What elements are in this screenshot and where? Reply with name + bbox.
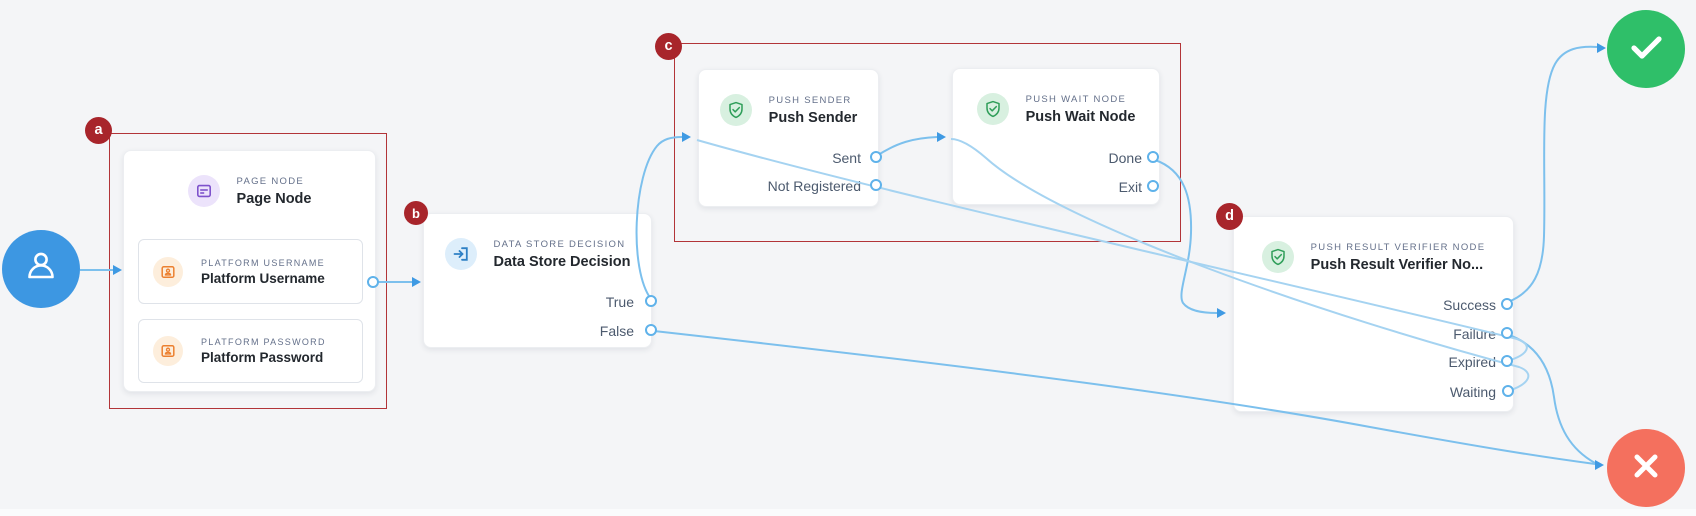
output-connector[interactable] bbox=[1501, 327, 1513, 339]
failure-terminal[interactable] bbox=[1607, 429, 1685, 507]
output-connector[interactable] bbox=[1147, 151, 1159, 163]
node-type-label: DATA STORE DECISION bbox=[493, 238, 626, 250]
id-badge-icon bbox=[153, 336, 183, 366]
x-icon bbox=[1626, 446, 1666, 491]
output-connector[interactable] bbox=[1147, 180, 1159, 192]
push-wait-node-header: PUSH WAIT NODE Push Wait Node bbox=[953, 87, 1159, 131]
output-sent: Sent bbox=[832, 150, 861, 166]
annotation-badge-c: c bbox=[655, 33, 682, 60]
output-connector[interactable] bbox=[645, 324, 657, 336]
output-connector[interactable] bbox=[367, 276, 379, 288]
edge-failure-to-failure-terminal bbox=[1508, 334, 1596, 464]
output-connector[interactable] bbox=[645, 295, 657, 307]
push-sender-header: PUSH SENDER Push Sender bbox=[699, 88, 878, 132]
node-push-wait-node[interactable]: PUSH WAIT NODE Push Wait Node Done Exit bbox=[952, 68, 1160, 205]
output-connector[interactable] bbox=[1501, 298, 1513, 310]
person-icon bbox=[21, 247, 61, 292]
output-failure: Failure bbox=[1453, 326, 1496, 342]
page-icon bbox=[187, 175, 220, 207]
node-title: Data Store Decision bbox=[493, 253, 631, 270]
edge-success-to-success-terminal bbox=[1507, 45, 1598, 303]
push-result-verifier-header: PUSH RESULT VERIFIER NODE Push Result Ve… bbox=[1234, 235, 1513, 279]
output-waiting: Waiting bbox=[1449, 384, 1496, 400]
output-true: True bbox=[605, 294, 634, 310]
output-connector[interactable] bbox=[1502, 385, 1514, 397]
shield-check-icon bbox=[719, 94, 752, 126]
edge-arrowhead bbox=[1217, 308, 1226, 318]
node-page-node[interactable]: PAGE NODE Page Node PLATFORM USERNAME Pl… bbox=[123, 150, 376, 392]
node-title: Page Node bbox=[236, 190, 312, 207]
shield-check-icon bbox=[976, 93, 1009, 125]
start-node[interactable] bbox=[2, 230, 80, 308]
node-title: Platform Password bbox=[201, 350, 324, 365]
id-badge-icon bbox=[153, 256, 183, 287]
output-expired: Expired bbox=[1448, 354, 1496, 370]
node-title: Push Sender bbox=[768, 109, 858, 126]
output-exit: Exit bbox=[1118, 179, 1142, 195]
node-type-label: PLATFORM PASSWORD bbox=[201, 337, 326, 347]
node-push-sender[interactable]: PUSH SENDER Push Sender Sent Not Registe… bbox=[698, 69, 879, 207]
output-not-registered: Not Registered bbox=[767, 178, 861, 194]
canvas-bottom-strip bbox=[0, 509, 1696, 516]
output-done: Done bbox=[1108, 150, 1142, 166]
node-type-label: PAGE NODE bbox=[236, 175, 305, 187]
edge-arrowhead bbox=[412, 277, 421, 287]
output-false: False bbox=[599, 323, 634, 339]
child-node-platform-username[interactable]: PLATFORM USERNAME Platform Username bbox=[138, 239, 363, 304]
data-store-decision-header: DATA STORE DECISION Data Store Decision bbox=[424, 232, 651, 276]
node-title: Platform Username bbox=[201, 270, 325, 286]
node-type-label: PUSH SENDER bbox=[768, 94, 852, 106]
child-node-platform-password[interactable]: PLATFORM PASSWORD Platform Password bbox=[138, 319, 363, 383]
check-icon bbox=[1626, 27, 1666, 72]
node-type-label: PUSH WAIT NODE bbox=[1025, 93, 1127, 105]
node-title: Push Wait Node bbox=[1025, 108, 1136, 125]
edge-arrowhead bbox=[1597, 43, 1606, 53]
shield-check-icon bbox=[1261, 241, 1294, 273]
annotation-box-a bbox=[109, 133, 387, 409]
node-data-store-decision[interactable]: DATA STORE DECISION Data Store Decision … bbox=[423, 213, 652, 348]
annotation-badge-d: d bbox=[1216, 203, 1243, 230]
output-success: Success bbox=[1443, 297, 1496, 313]
success-terminal[interactable] bbox=[1607, 10, 1685, 88]
node-title: Push Result Verifier No... bbox=[1310, 256, 1484, 273]
node-push-result-verifier[interactable]: PUSH RESULT VERIFIER NODE Push Result Ve… bbox=[1233, 216, 1514, 412]
annotation-badge-a: a bbox=[85, 117, 112, 144]
output-connector[interactable] bbox=[1501, 355, 1513, 367]
output-connector[interactable] bbox=[870, 179, 882, 191]
page-node-header: PAGE NODE Page Node bbox=[124, 169, 375, 213]
node-type-label: PLATFORM USERNAME bbox=[201, 257, 325, 268]
edge-arrowhead bbox=[1595, 460, 1604, 470]
output-connector[interactable] bbox=[870, 151, 882, 163]
node-type-label: PUSH RESULT VERIFIER NODE bbox=[1310, 241, 1486, 253]
sign-in-icon bbox=[444, 238, 477, 270]
annotation-badge-b: b bbox=[404, 201, 428, 225]
